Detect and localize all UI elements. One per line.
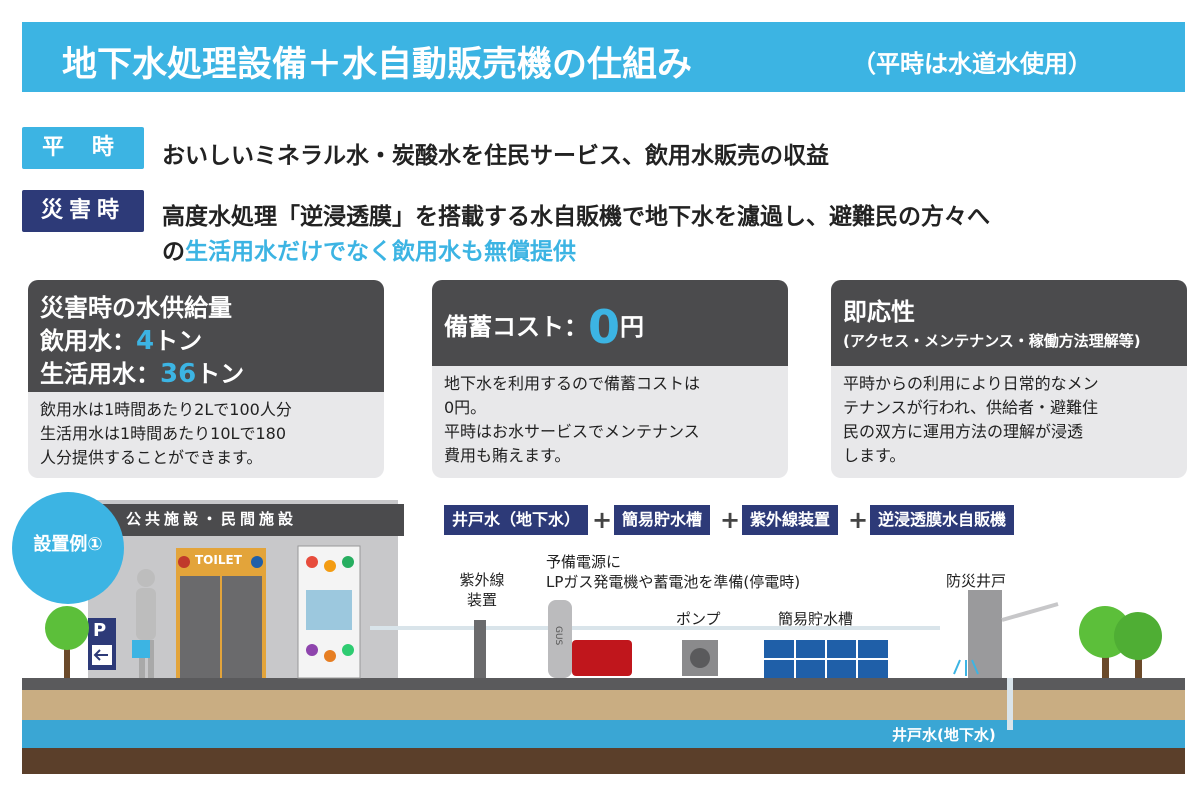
power-label: 予備電源に LPガス発電機や蓄電池を準備(停電時): [546, 552, 800, 592]
supply-life-line: 生活用水：36トン: [40, 354, 244, 389]
pump-label: ポンプ: [676, 610, 721, 628]
storage-tank-label: 簡易貯水槽: [778, 610, 854, 628]
tree-right: [1079, 606, 1162, 678]
supply-body-line: 人分提供することができます。: [40, 448, 263, 467]
supply-drink-label: 飲用水：: [40, 327, 136, 355]
disaster-text-prefix: の: [162, 239, 185, 265]
readiness-body-line: テナンスが行われ、供給者・避難住: [843, 398, 1099, 417]
cost-body-line: 0円。: [444, 398, 487, 417]
cost-heading: 備蓄コスト：: [444, 313, 588, 341]
bedrock-layer: [22, 748, 1185, 774]
groundwater-label: 井戸水(地下水): [892, 726, 996, 744]
power-label-line: LPガス発電機や蓄電池を準備(停電時): [546, 573, 801, 591]
title-bar: 地下水処理設備＋水自動販売機の仕組み （平時は水道水使用）: [22, 22, 1185, 92]
cost-panel: 備蓄コスト：0円 地下水を利用するので備蓄コストは 0円。 平時はお水サービスで…: [432, 280, 788, 478]
cost-body-line: 費用も賄えます。: [444, 446, 571, 465]
facility-sign: 公共施設・民間施設: [126, 510, 298, 528]
supply-heading: 災害時の水供給量: [40, 294, 232, 322]
toilet-male-icon: [251, 556, 263, 568]
gas-cylinder: [548, 600, 572, 678]
uv-device-label: 紫外線 装置: [452, 570, 512, 610]
uv-device-label-line: 紫外線: [459, 571, 505, 589]
page-subtitle: （平時は水道水使用）: [852, 50, 1092, 78]
facility-sign-board: [98, 504, 404, 536]
disaster-text-line2: の生活用水だけでなく飲用水も無償提供: [162, 232, 576, 266]
cost-body-line: 平時はお水サービスでメンテナンス: [444, 422, 700, 441]
toilet-female-icon: [178, 556, 190, 568]
supply-body: 飲用水は1時間あたり2Lで100人分 生活用水は1時間あたり10Lで180 人分…: [40, 398, 374, 470]
readiness-body-line: 平時からの利用により日常的なメン: [843, 374, 1099, 393]
chain-plus: +: [592, 506, 613, 534]
supply-drink-value: 4: [136, 326, 155, 356]
supply-body-line: 飲用水は1時間あたり2Lで100人分: [40, 400, 292, 419]
power-label-line: 予備電源に: [546, 553, 622, 571]
chain-groundwater: 井戸水（地下水）: [444, 505, 589, 535]
well-handle: [1001, 602, 1059, 622]
supply-life-label: 生活用水：: [40, 360, 160, 388]
readiness-panel: 即応性 (アクセス・メンテナンス・稼働方法理解等) 平時からの利用により日常的な…: [831, 280, 1187, 478]
parking-sign-label: P: [93, 620, 107, 641]
chain-plus: +: [848, 506, 869, 534]
well-water-splash: [953, 659, 979, 676]
cost-unit: 円: [620, 313, 645, 341]
cost-value: 0: [588, 300, 621, 354]
person-figure: [132, 569, 156, 678]
cost-panel-header: 備蓄コスト：0円: [432, 280, 788, 366]
disaster-tag: 災害時: [22, 190, 144, 232]
disaster-text-line1: 高度水処理「逆浸透膜」を搭載する水自販機で地下水を濾過し、避難民の方々へ: [162, 204, 990, 230]
readiness-subheading: (アクセス・メンテナンス・稼働方法理解等): [843, 332, 1141, 350]
cost-body: 地下水を利用するので備蓄コストは 0円。 平時はお水サービスでメンテナンス 費用…: [444, 372, 778, 468]
readiness-panel-header: 即応性 (アクセス・メンテナンス・稼働方法理解等): [831, 280, 1187, 366]
example-badge-label: 設置例①: [33, 534, 103, 555]
storage-tank-grid: [764, 640, 888, 678]
groundwater-layer: [22, 720, 1185, 748]
installation-illustration: [12, 492, 1185, 774]
example-badge: [12, 492, 124, 604]
cost-heading-line: 備蓄コスト：0円: [444, 300, 644, 354]
toilet-door-left: [180, 576, 220, 678]
vending-machine-produce-images: [306, 556, 354, 662]
chain-ro-vending: 逆浸透膜水自販機: [870, 505, 1015, 535]
supply-life-unit: トン: [196, 360, 245, 388]
normal-tag: 平 時: [22, 127, 144, 169]
supply-drink-line: 飲用水：4トン: [40, 321, 202, 356]
generator: [572, 640, 632, 676]
normal-text: おいしいミネラル水・炭酸水を住民サービス、飲用水販売の収益: [162, 143, 829, 169]
readiness-body-line: します。: [843, 446, 906, 465]
chain-uv-device: 紫外線装置: [742, 505, 839, 535]
road-surface: [22, 678, 1185, 690]
pump-motor: [690, 648, 710, 668]
readiness-body-line: 民の双方に運用方法の理解が浸透: [843, 422, 1084, 441]
soil-layer: [22, 690, 1185, 720]
cost-body-line: 地下水を利用するので備蓄コストは: [444, 374, 701, 393]
uv-device: [474, 620, 486, 678]
supply-panel: 災害時の水供給量 飲用水：4トン 生活用水：36トン 飲用水は1時間あたり2Lで…: [28, 280, 384, 478]
well-label: 防災井戸: [946, 572, 1007, 590]
readiness-heading: 即応性: [843, 298, 915, 326]
gas-cylinder-text: GUS: [553, 626, 563, 646]
supply-drink-unit: トン: [154, 327, 203, 355]
chain-storage-tank: 簡易貯水槽: [614, 505, 711, 535]
uv-device-label-line: 装置: [466, 591, 497, 609]
page-title: 地下水処理設備＋水自動販売機の仕組み: [62, 45, 693, 85]
arrow-left-icon: [93, 649, 108, 661]
tree-left: [45, 606, 89, 678]
supply-body-line: 生活用水は1時間あたり10Lで180: [40, 424, 286, 443]
toilet-sign: TOILET: [195, 553, 242, 567]
supply-life-value: 36: [160, 359, 197, 389]
readiness-body: 平時からの利用により日常的なメン テナンスが行われ、供給者・避難住 民の双方に運…: [843, 372, 1177, 468]
chain-plus: +: [720, 506, 741, 534]
toilet-door-right: [222, 576, 262, 678]
disaster-text-highlight: 生活用水だけでなく飲用水も無償提供: [185, 239, 576, 265]
supply-panel-header: 災害時の水供給量 飲用水：4トン 生活用水：36トン: [28, 280, 384, 392]
